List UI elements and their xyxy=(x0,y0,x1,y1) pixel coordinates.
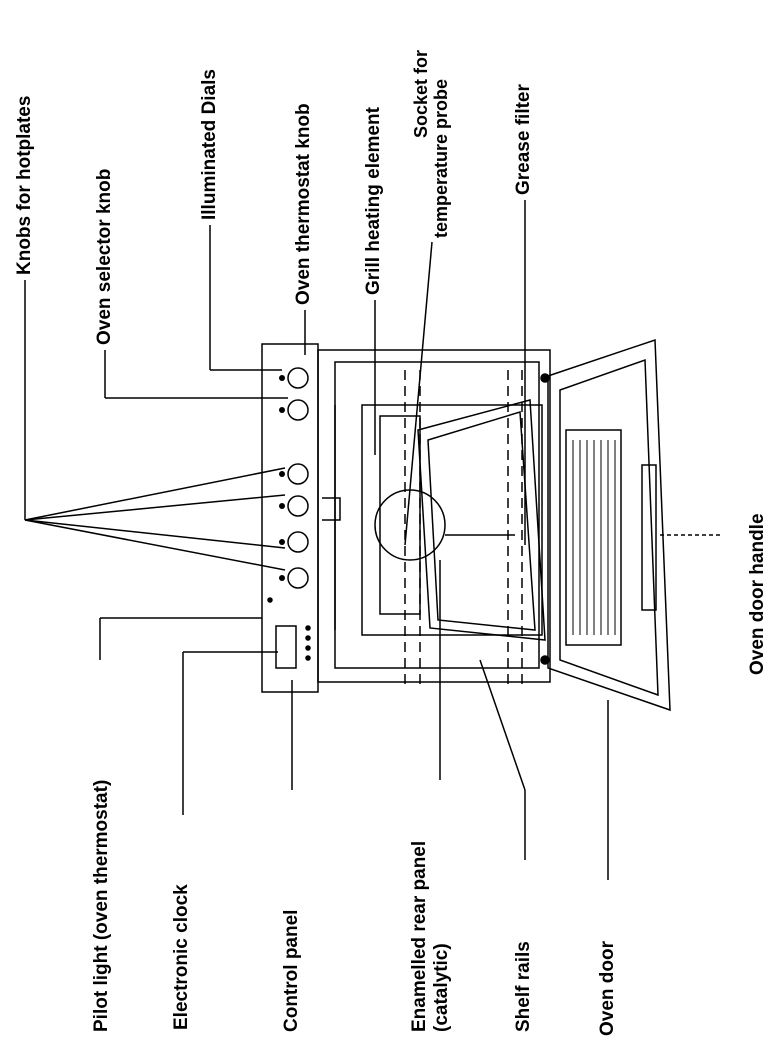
leader-socket xyxy=(404,241,433,546)
leader-shelf-rails-diag xyxy=(479,659,526,791)
clock-button xyxy=(305,655,311,661)
label-oven-door-handle: Oven door handle xyxy=(747,513,768,675)
label-grease-filter: Grease filter xyxy=(513,84,534,195)
label-grill-heating-element: Grill heating element xyxy=(363,107,384,295)
shelf xyxy=(417,399,546,641)
knob-oven-selector xyxy=(287,399,309,421)
shelf-rails-drawing xyxy=(404,370,523,690)
oven-door-drawing xyxy=(547,338,671,712)
door-window xyxy=(565,429,622,646)
label-illuminated-dials: Illuminated Dials xyxy=(199,69,220,220)
rear-panel xyxy=(361,404,543,636)
label-oven-thermostat-knob: Oven thermostat knob xyxy=(293,103,314,305)
label-socket-line1: Socket for xyxy=(411,49,431,138)
label-control-panel: Control panel xyxy=(281,909,302,1032)
oven-body xyxy=(317,349,551,690)
control-panel-drawing xyxy=(261,343,319,693)
label-rear-panel-line1: Enamelled rear panel xyxy=(409,840,430,1032)
knob-hotplate xyxy=(287,495,309,517)
label-pilot-light: Pilot light (oven thermostat) xyxy=(91,779,112,1032)
leader-lines xyxy=(24,200,720,880)
label-shelf-rails: Shelf rails xyxy=(513,941,534,1032)
clock-button xyxy=(305,645,311,651)
label-socket-line2: temperature probe xyxy=(431,78,451,238)
knob-hotplate xyxy=(287,531,309,553)
label-rear-panel-line2: (catalytic) xyxy=(431,943,452,1032)
label-oven-selector-knob: Oven selector knob xyxy=(94,168,115,345)
illuminated-dial-dots xyxy=(279,375,285,581)
clock-button xyxy=(305,635,311,641)
shelf-rim xyxy=(427,411,536,631)
grease-filter-circle xyxy=(374,489,446,561)
hinge xyxy=(540,373,550,383)
label-knobs-hotplates: Knobs for hotplates xyxy=(14,95,35,275)
door-handle-drawing xyxy=(641,464,657,611)
hinge xyxy=(540,655,550,665)
label-oven-door: Oven door xyxy=(597,940,618,1036)
door-inner xyxy=(559,358,659,697)
leader-knobs-hotplates-fan-1 xyxy=(24,519,286,571)
door-outer xyxy=(547,338,671,712)
leader-knobs-hotplates-fan-2 xyxy=(24,519,286,549)
knob-hotplate xyxy=(287,463,309,485)
leader-knobs-hotplates-fan-3 xyxy=(24,494,286,521)
clock-button xyxy=(305,625,311,631)
oven-cavity-frame xyxy=(317,349,551,683)
knob-oven-thermostat xyxy=(287,367,309,389)
label-electronic-clock: Electronic clock xyxy=(171,884,192,1030)
oven-knobs xyxy=(287,367,309,589)
door-window-grill xyxy=(572,440,616,635)
pilot-light-dot xyxy=(267,597,273,603)
electronic-clock-display xyxy=(275,625,297,669)
knob-hotplate xyxy=(287,567,309,589)
leader-knobs-hotplates-fan-4 xyxy=(24,467,286,521)
top-bracket xyxy=(322,497,341,521)
